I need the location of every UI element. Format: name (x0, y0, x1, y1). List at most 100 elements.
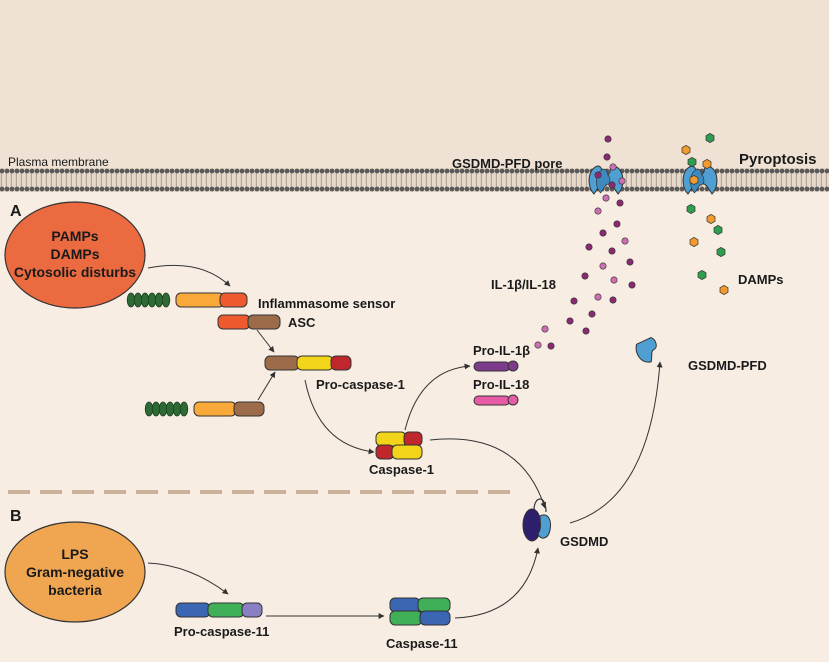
lipid-head-outer (669, 168, 675, 174)
lipid-head-outer (344, 168, 350, 174)
lipid-head-inner (129, 186, 135, 192)
lipid-head-inner (734, 186, 740, 192)
lipid-head-inner (499, 186, 505, 192)
lipid-head-inner (154, 186, 160, 192)
lipid-head-inner (9, 186, 15, 192)
lipid-head-inner (459, 186, 465, 192)
lipid-head-outer (809, 168, 815, 174)
lipid-head-inner (554, 186, 560, 192)
lipid-head-inner (119, 186, 125, 192)
lipid-head-inner (534, 186, 540, 192)
lipid-head-inner (69, 186, 75, 192)
cytokine-dot (588, 310, 596, 318)
lipid-head-outer (429, 168, 435, 174)
lipid-head-inner (209, 186, 215, 192)
lipid-head-inner (549, 186, 555, 192)
lipid-head-outer (74, 168, 80, 174)
lipid-head-outer (44, 168, 50, 174)
lipid-head-outer (9, 168, 15, 174)
caspase-1-label: Caspase-1 (369, 462, 435, 477)
lipid-head-outer (199, 168, 205, 174)
damp-hexagon (689, 174, 699, 186)
pro-caspase-1-label: Pro-caspase-1 (316, 377, 405, 392)
damp-hexagons (681, 132, 729, 296)
lipid-head-outer (414, 168, 420, 174)
lipid-head-outer (109, 168, 115, 174)
lipid-head-inner (784, 186, 790, 192)
trigger-oval-b (4, 521, 146, 623)
lipid-head-inner (249, 186, 255, 192)
lipid-head-outer (564, 168, 570, 174)
lipid-head-inner (634, 186, 640, 192)
lipid-head-outer (674, 168, 680, 174)
pyroptosis-label: Pyroptosis (739, 151, 817, 168)
lipid-head-inner (424, 186, 430, 192)
lipid-head-outer (754, 168, 760, 174)
lipid-head-inner (539, 186, 545, 192)
lipid-head-outer (279, 168, 285, 174)
lipid-head-outer (764, 168, 770, 174)
cytokine-dot (582, 327, 590, 335)
cytokine-dot (594, 171, 602, 179)
lipid-head-outer (739, 168, 745, 174)
lipid-head-inner (679, 186, 685, 192)
damp-hexagon (681, 144, 691, 156)
lipid-head-outer (719, 168, 725, 174)
nacht-domain (175, 292, 225, 308)
lipid-head-outer (29, 168, 35, 174)
lipid-head-outer (174, 168, 180, 174)
lipid-head-inner (259, 186, 265, 192)
lipid-head-inner (239, 186, 245, 192)
lipid-head-outer (354, 168, 360, 174)
lipid-head-outer (119, 168, 125, 174)
lipid-head-inner (39, 186, 45, 192)
lipid-head-inner (324, 186, 330, 192)
lipid-head-outer (254, 168, 260, 174)
lipid-head-inner (379, 186, 385, 192)
lipid-head-inner (444, 186, 450, 192)
gsdmd-protein (522, 498, 551, 542)
lipid-head-outer (624, 168, 630, 174)
lipid-head-inner (469, 186, 475, 192)
lipid-head-outer (139, 168, 145, 174)
lipid-head-outer (369, 168, 375, 174)
lipid-head-inner (789, 186, 795, 192)
lipid-head-outer (214, 168, 220, 174)
pro-caspase-11 (175, 602, 263, 618)
lipid-head-outer (784, 168, 790, 174)
lipid-head-outer (219, 168, 225, 174)
cytokine-dot (603, 153, 611, 161)
cytokine-dot (618, 177, 626, 185)
lipid-head-outer (659, 168, 665, 174)
lipid-head-outer (64, 168, 70, 174)
lipid-head-outer (544, 168, 550, 174)
pyrin-subunit (154, 292, 164, 308)
cytokine-dot (608, 181, 616, 189)
lipid-head-inner (124, 186, 130, 192)
lipid-head-inner (764, 186, 770, 192)
lipid-head-outer (399, 168, 405, 174)
lipid-head-outer (679, 168, 685, 174)
cytokine-dot (594, 207, 602, 215)
cytokine-dot (610, 276, 618, 284)
pyrin-subunit (144, 401, 154, 417)
lipid-head-inner (414, 186, 420, 192)
pyrin-subunit (151, 401, 161, 417)
lipid-head-outer (244, 168, 250, 174)
cytokine-dot (570, 297, 578, 305)
lipid-head-inner (384, 186, 390, 192)
lipid-head-inner (304, 186, 310, 192)
lipid-head-inner (169, 186, 175, 192)
trigger-b-text: LPS Gram-negative bacteria (5, 545, 145, 599)
lipid-head-inner (144, 186, 150, 192)
lipid-head-outer (519, 168, 525, 174)
pro-caspase-11-label: Pro-caspase-11 (174, 624, 270, 639)
cytokine-dot (609, 163, 617, 171)
lipid-head-inner (34, 186, 40, 192)
pyrin-subunit (179, 401, 189, 417)
lipid-head-outer (744, 168, 750, 174)
lipid-head-inner (494, 186, 500, 192)
lipid-head-outer (329, 168, 335, 174)
lipid-head-outer (69, 168, 75, 174)
cytokine-dot (581, 272, 589, 280)
